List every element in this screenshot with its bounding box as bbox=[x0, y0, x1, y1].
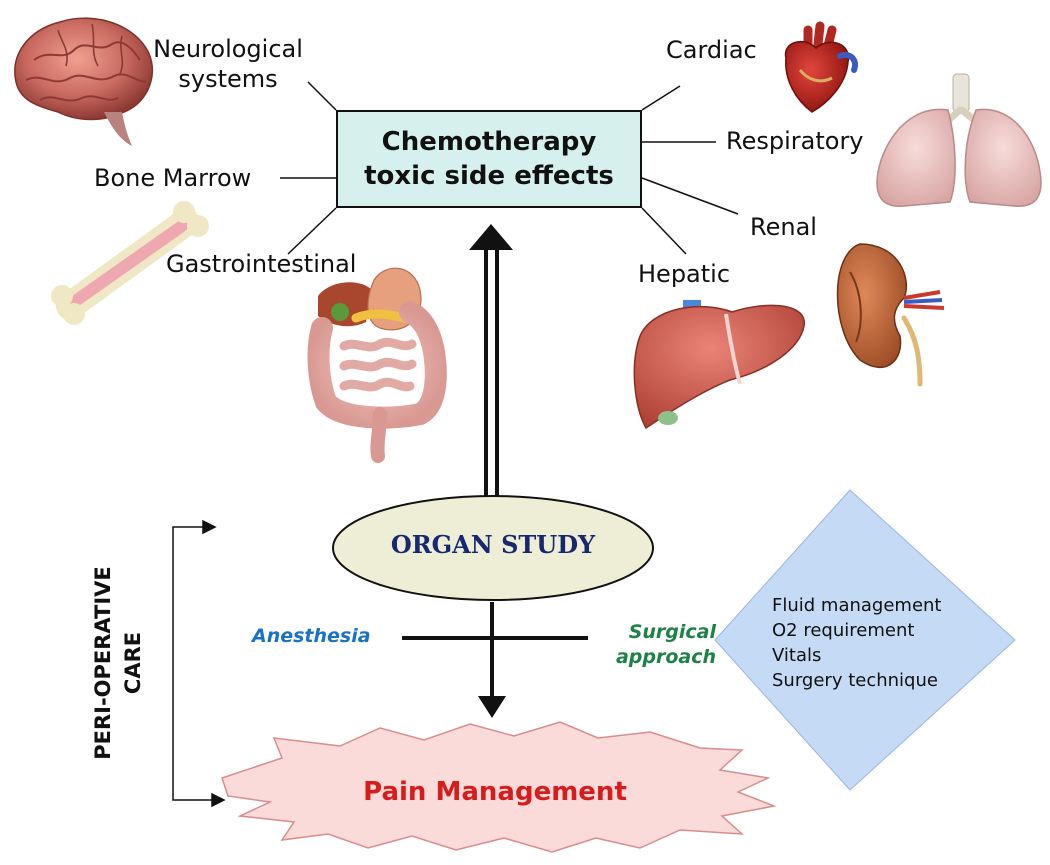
peri-operative-bracket bbox=[172, 519, 226, 808]
renal-label: Renal bbox=[750, 213, 817, 241]
organ-study-ellipse bbox=[332, 495, 654, 601]
organ-study-label: ORGAN STUDY bbox=[390, 530, 596, 559]
neurological-line2: systems bbox=[178, 65, 278, 93]
kidney-icon bbox=[836, 243, 945, 387]
liver-icon bbox=[633, 300, 805, 430]
surgical-approach-label: Surgical approach bbox=[596, 620, 716, 670]
connector-lines bbox=[280, 81, 739, 255]
gastrointestinal-label: Gastrointestinal bbox=[166, 250, 357, 278]
hepatic-label: Hepatic bbox=[638, 260, 731, 288]
peri-operative-line2: CARE bbox=[121, 631, 145, 695]
respiratory-label: Respiratory bbox=[726, 127, 864, 155]
gastrointestinal-icon bbox=[307, 267, 447, 463]
double-arrow-up bbox=[469, 224, 513, 500]
pain-management-label: Pain Management bbox=[363, 777, 627, 807]
bone-marrow-label: Bone Marrow bbox=[94, 164, 252, 192]
neurological-systems-label: Neurological systems bbox=[140, 34, 316, 94]
brain-icon bbox=[14, 17, 154, 146]
lungs-icon bbox=[876, 73, 1042, 207]
peri-operative-care-label: PERI-OPERATIVE CARE bbox=[88, 513, 158, 813]
chemotherapy-title-line2: toxic side effects bbox=[364, 161, 614, 191]
surgical-factors-list: Fluid management O2 requirement Vitals S… bbox=[772, 593, 942, 693]
surgical-line1: Surgical bbox=[628, 621, 716, 643]
neurological-line1: Neurological bbox=[153, 35, 303, 63]
cardiac-label: Cardiac bbox=[666, 36, 757, 64]
peri-operative-line1: PERI-OPERATIVE bbox=[91, 566, 115, 760]
arrow-down bbox=[478, 602, 506, 718]
surgical-line2: approach bbox=[615, 646, 716, 668]
chemotherapy-title-line1: Chemotherapy bbox=[381, 127, 597, 157]
surgical-factor-item: Vitals bbox=[772, 645, 822, 666]
pain-management-starburst bbox=[221, 721, 777, 853]
anesthesia-label: Anesthesia bbox=[252, 625, 371, 647]
surgical-factors-diamond bbox=[714, 489, 1016, 791]
surgical-factor-item: O2 requirement bbox=[772, 620, 915, 641]
bone-icon bbox=[51, 201, 209, 325]
surgical-factor-item: Surgery technique bbox=[772, 670, 938, 691]
heart-icon bbox=[784, 21, 858, 113]
chemotherapy-box: Chemotherapy toxic side effects bbox=[336, 110, 642, 208]
surgical-factor-item: Fluid management bbox=[772, 595, 942, 616]
